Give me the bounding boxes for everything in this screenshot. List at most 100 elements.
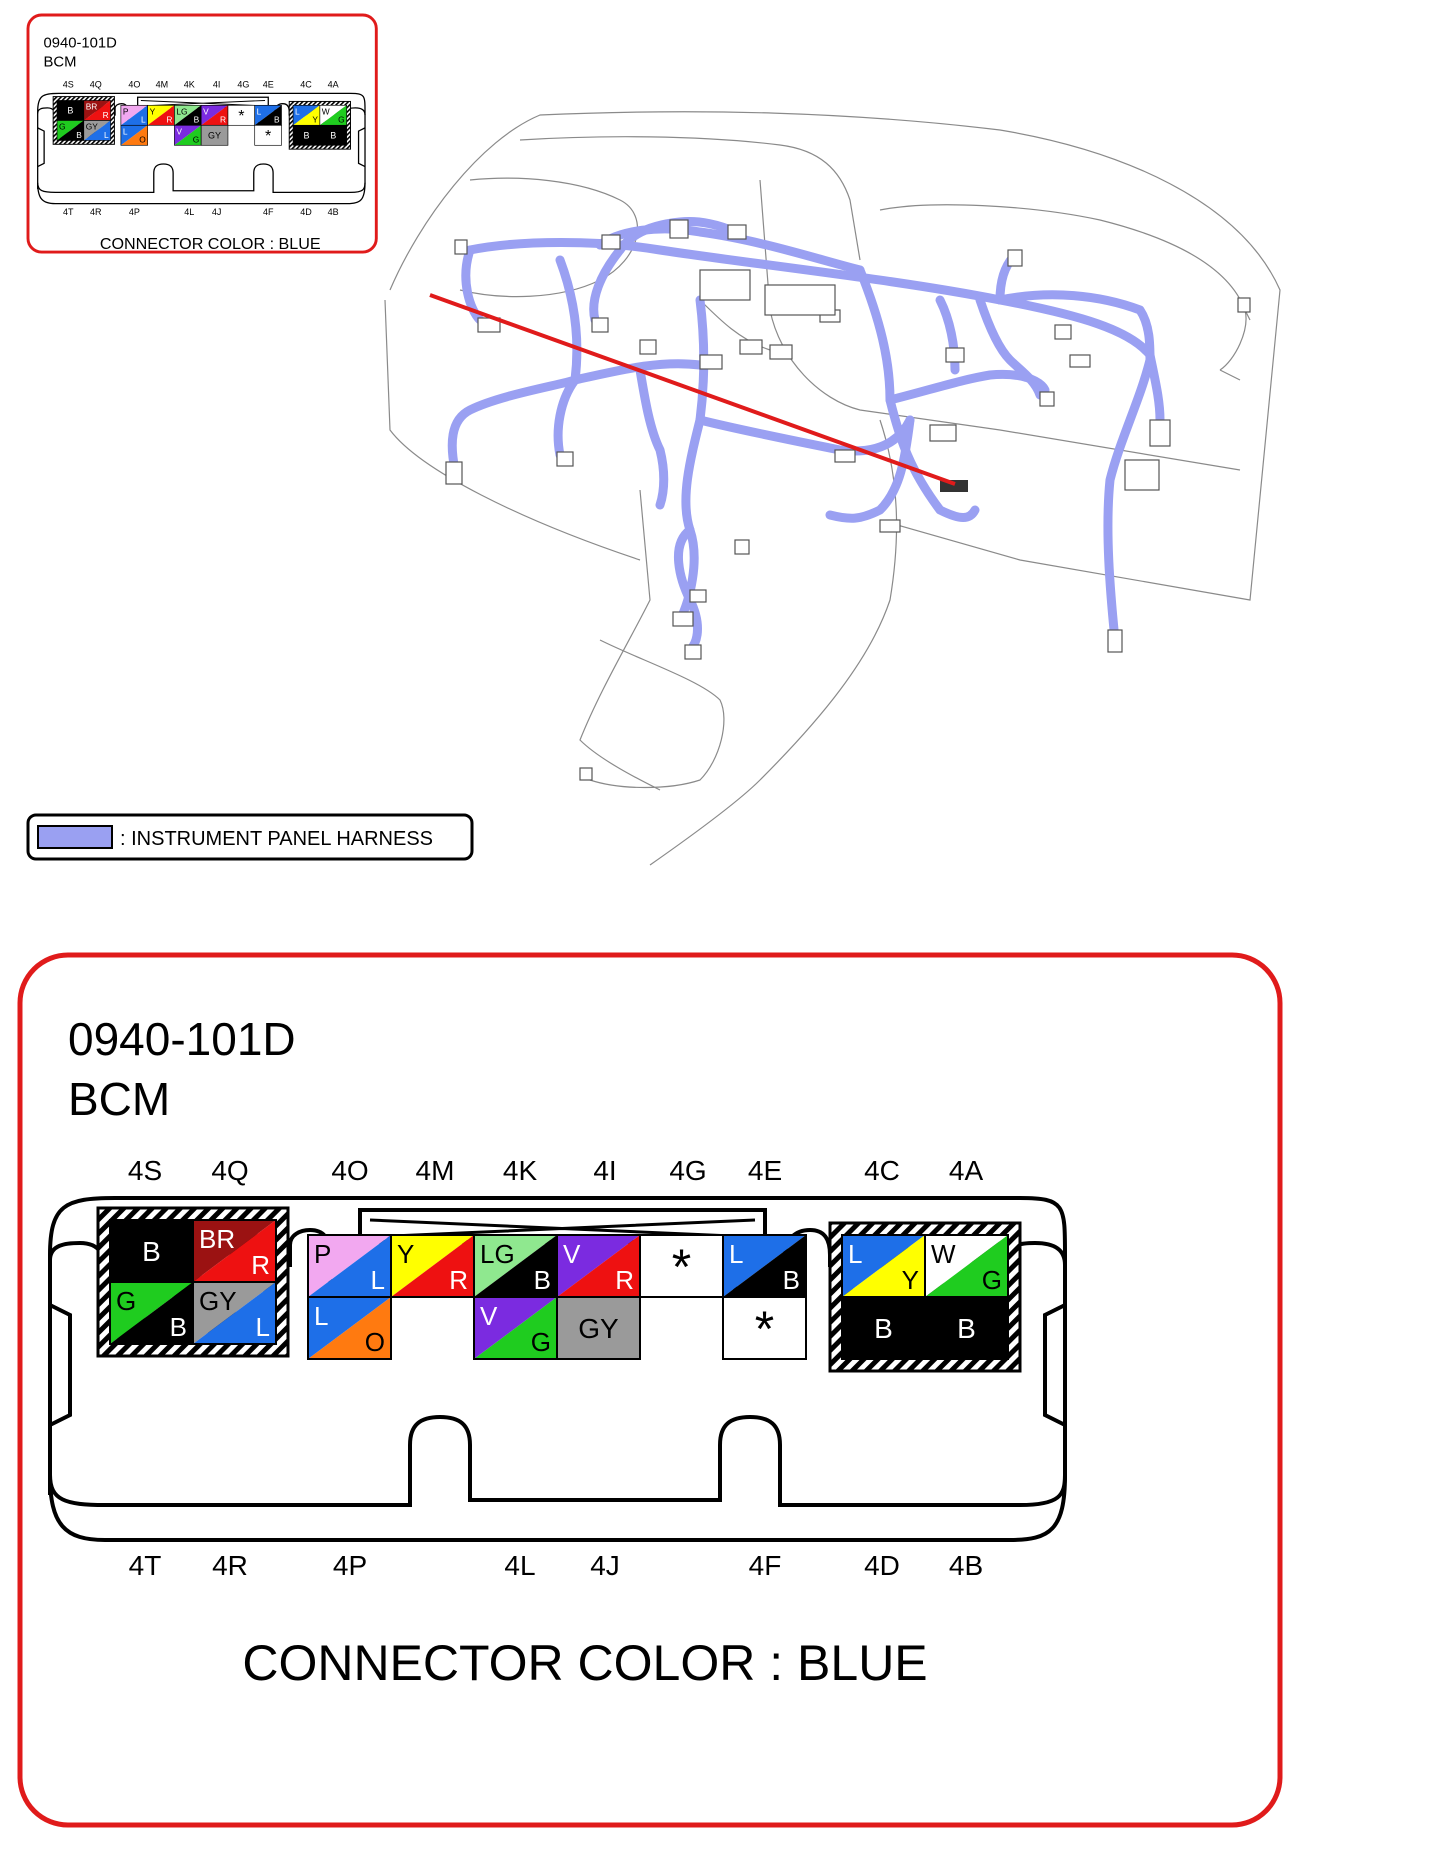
wire-color-label: Y xyxy=(397,1239,414,1269)
wire-color-label: B xyxy=(76,130,82,140)
terminal-label-bottom: 4D xyxy=(864,1550,900,1581)
terminal-4e: LB xyxy=(722,1234,807,1298)
wire-color-label: R xyxy=(220,115,226,125)
terminal-label-top: 4O xyxy=(128,80,140,90)
terminal-label-top: 4A xyxy=(949,1155,984,1186)
terminal-label-top: 4C xyxy=(300,80,312,90)
terminal-label-top: 4C xyxy=(864,1155,900,1186)
wire-color-label: G xyxy=(338,115,345,125)
wire-color-label: G xyxy=(982,1265,1002,1295)
wire-color-label: V xyxy=(203,106,209,116)
connector-housing xyxy=(48,1196,1067,1542)
terminal-4l: VG xyxy=(174,124,202,146)
wire-color-stripe xyxy=(391,1235,474,1297)
wire-color-label: R xyxy=(251,1250,270,1280)
leader-line xyxy=(429,293,956,486)
terminal-4g: * xyxy=(227,104,256,126)
wire-color-label: O xyxy=(365,1327,385,1357)
wire-color-label: Y xyxy=(312,115,318,125)
wire-color-label: P xyxy=(123,106,129,116)
wire-color-stripe xyxy=(474,1297,557,1359)
terminal-label-bottom: 4B xyxy=(328,207,339,217)
wire-color-stripe xyxy=(83,120,111,141)
terminal-4c: LY xyxy=(292,104,321,126)
terminal-label-top: 4A xyxy=(328,80,339,90)
wire-color-label: B xyxy=(957,1313,976,1344)
connector-housing xyxy=(37,92,366,205)
wire-color-label: GY xyxy=(199,1286,237,1316)
instrument-panel-harness xyxy=(447,217,1165,655)
wire-color-label: W xyxy=(322,106,330,116)
wire-color-stripe xyxy=(723,1235,806,1297)
wire-color-label: GY xyxy=(86,121,99,131)
connector-name: BCM xyxy=(43,55,76,71)
terminal-4e: LB xyxy=(254,104,282,126)
wire-color-label: B xyxy=(534,1265,551,1295)
wire-color-label: Y xyxy=(902,1265,919,1295)
terminal-4f: * xyxy=(722,1296,807,1360)
wire-color-label: B xyxy=(874,1313,893,1344)
terminal-4g: * xyxy=(639,1234,724,1298)
connector-part-number: 0940-101D xyxy=(43,35,116,51)
terminal-4k: LGB xyxy=(174,104,202,126)
wire-color-label: R xyxy=(166,115,172,125)
wire-color-label: V xyxy=(480,1301,498,1331)
wire-color-label: V xyxy=(176,126,182,136)
terminal-label-top: 4Q xyxy=(211,1155,248,1186)
terminal-label-bottom: 4J xyxy=(590,1550,620,1581)
terminal-4p: LO xyxy=(307,1296,392,1360)
terminal-label-top: 4K xyxy=(184,80,195,90)
wire-color-stripe xyxy=(842,1235,925,1297)
terminal-label-top: 4M xyxy=(156,80,169,90)
terminal-label-top: 4O xyxy=(331,1155,368,1186)
wire-color-stripe xyxy=(110,1282,193,1344)
wire-color-label: L xyxy=(256,1312,270,1342)
unused-terminal-icon: * xyxy=(265,127,272,145)
terminal-4m: YR xyxy=(147,104,175,126)
terminal-4i: VR xyxy=(556,1234,641,1298)
terminal-4d: B xyxy=(292,124,321,146)
wire-color-label: G xyxy=(59,121,66,131)
wire-color-label: B xyxy=(330,131,336,141)
terminal-label-top: 4I xyxy=(593,1155,616,1186)
wire-color-label: L xyxy=(141,115,146,125)
unused-terminal-icon: * xyxy=(238,107,245,125)
terminal-label-bottom: 4R xyxy=(90,207,102,217)
terminal-label-top: 4E xyxy=(263,80,274,90)
wire-color-label: R xyxy=(103,110,109,120)
terminal-4p: LO xyxy=(120,124,148,146)
terminal-4l: VG xyxy=(473,1296,558,1360)
terminal-4i: VR xyxy=(200,104,229,126)
terminal-4b: B xyxy=(924,1296,1009,1360)
harness-legend: : INSTRUMENT PANEL HARNESS xyxy=(26,813,474,861)
terminal-4a: WG xyxy=(924,1234,1009,1298)
terminal-label-bottom: 4F xyxy=(263,207,274,217)
wire-color-label: L xyxy=(314,1301,328,1331)
wire-color-label: R xyxy=(449,1265,468,1295)
terminal-4o: PL xyxy=(120,104,148,126)
terminal-label-top: 4E xyxy=(748,1155,782,1186)
unused-terminal-icon: * xyxy=(672,1239,691,1295)
legend-swatch xyxy=(37,825,113,849)
terminal-label-bottom: 4F xyxy=(749,1550,782,1581)
connector-name: BCM xyxy=(68,1073,170,1125)
terminal-label-top: 4M xyxy=(416,1155,455,1186)
terminal-4o: PL xyxy=(307,1234,392,1298)
wire-color-label: R xyxy=(615,1265,634,1295)
wire-color-label: G xyxy=(193,135,200,145)
terminal-label-bottom: 4J xyxy=(212,207,222,217)
wire-color-label: B xyxy=(274,115,280,125)
wire-color-label: B xyxy=(783,1265,800,1295)
terminal-label-bottom: 4T xyxy=(129,1550,162,1581)
wire-color-stripe xyxy=(193,1220,276,1282)
wire-color-stripe xyxy=(120,125,148,146)
wire-color-label: L xyxy=(371,1265,385,1295)
wire-color-label: L xyxy=(123,126,128,136)
wire-color-stripe xyxy=(57,120,84,141)
connector-color-caption: CONNECTOR COLOR : BLUE xyxy=(100,235,321,253)
wire-color-label: L xyxy=(295,106,300,116)
terminal-4r: GY L xyxy=(192,1281,277,1345)
wire-color-label: LG xyxy=(480,1239,515,1269)
